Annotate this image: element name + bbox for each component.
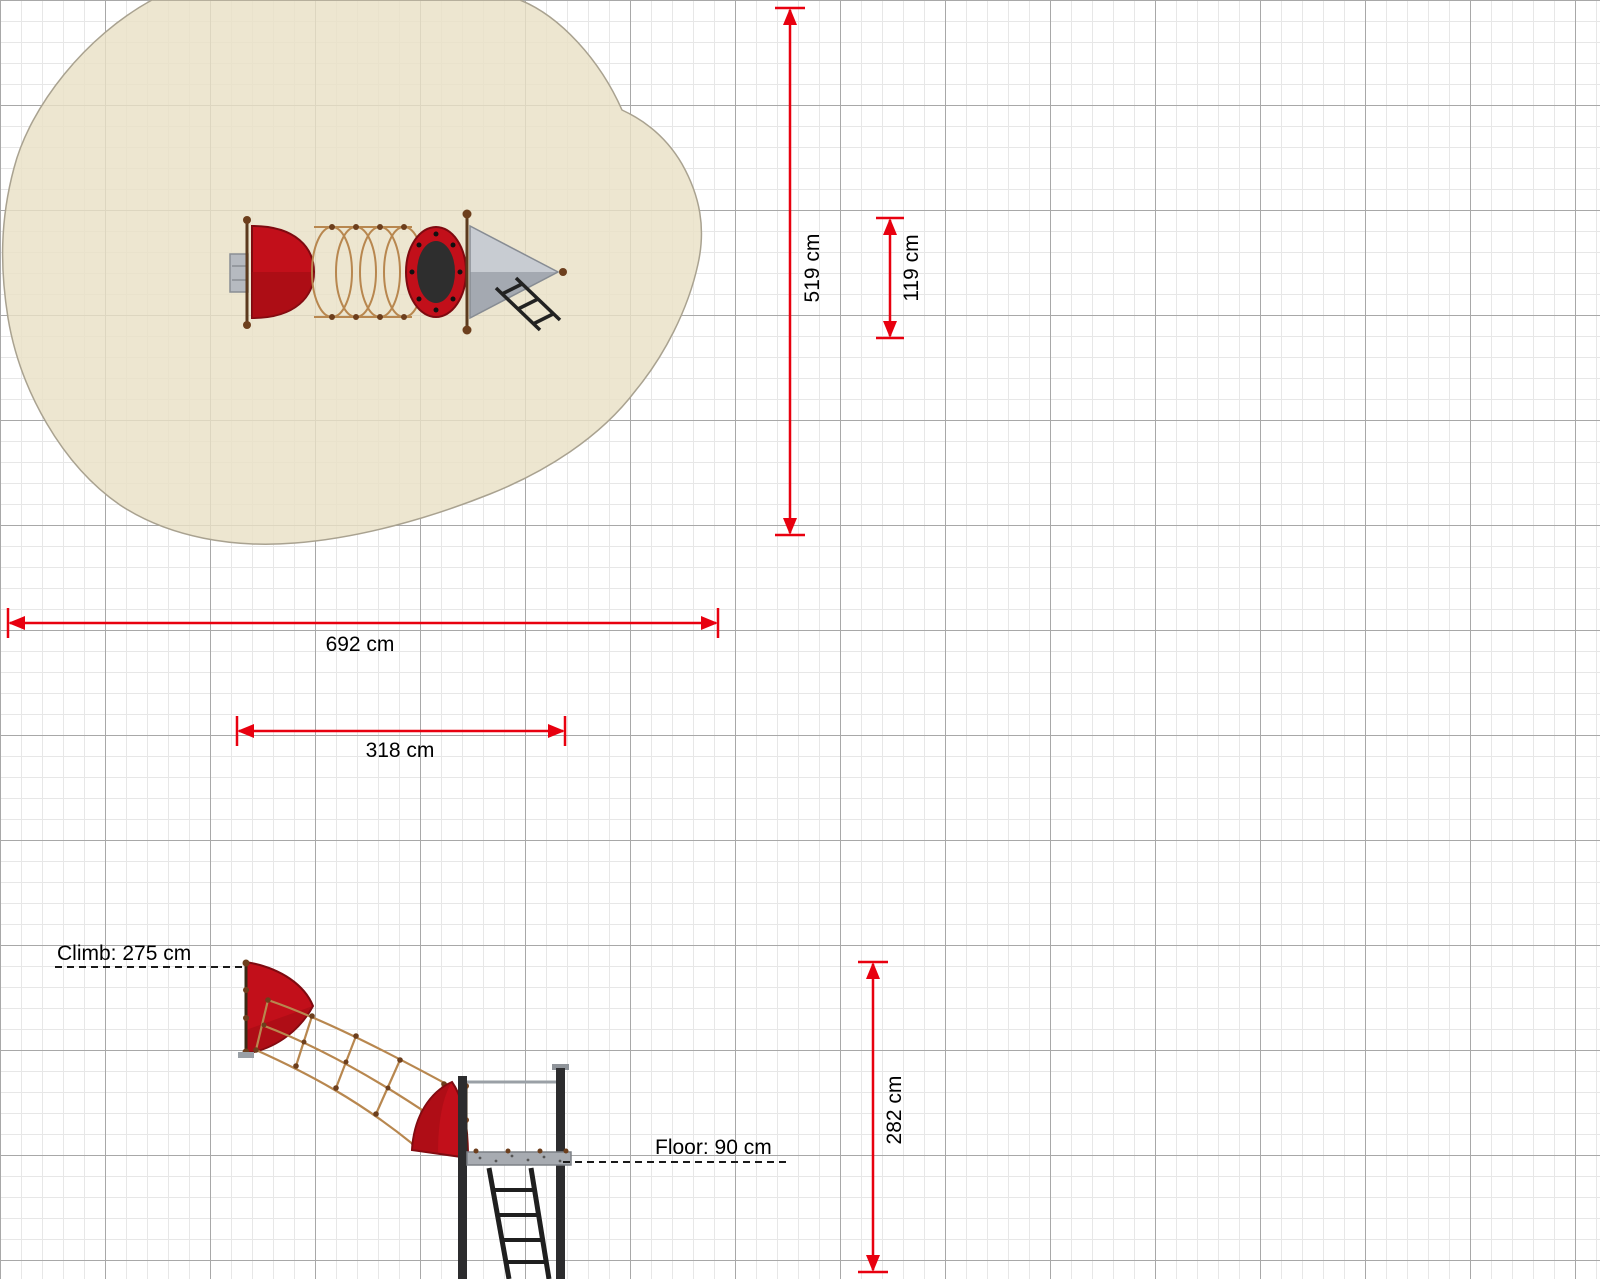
pole-row-right bbox=[462, 209, 472, 335]
dimension-area-width bbox=[775, 6, 805, 537]
plan-equipment bbox=[229, 209, 567, 335]
entry-platform-top bbox=[229, 253, 249, 293]
ladder-top bbox=[494, 276, 562, 332]
ladder-elevation bbox=[486, 1167, 552, 1279]
roof-triangle-top bbox=[469, 224, 567, 320]
arrow-up-icon bbox=[866, 962, 880, 979]
red-tower-top bbox=[251, 224, 316, 320]
pole-row-left bbox=[243, 216, 251, 329]
red-cone-high bbox=[238, 959, 315, 1058]
dim-label-area-width: 519 cm bbox=[801, 234, 824, 303]
arrow-right-icon bbox=[701, 616, 718, 630]
arrow-left-icon bbox=[8, 616, 25, 630]
dimension-overall-height bbox=[858, 960, 888, 1274]
dimension-equipment-width bbox=[876, 216, 904, 340]
floor-bolts bbox=[473, 1148, 569, 1154]
elevation-equipment bbox=[55, 959, 790, 1279]
tower-ring-top bbox=[405, 226, 467, 318]
arrow-left-icon bbox=[237, 724, 254, 738]
floor-platform bbox=[466, 1148, 572, 1166]
dim-label-equipment-width: 119 cm bbox=[900, 234, 923, 301]
ring-bolts bbox=[409, 231, 463, 313]
rope-net-knots bbox=[253, 997, 447, 1147]
dim-label-equipment-length: 318 cm bbox=[366, 739, 435, 762]
dimension-equipment-length bbox=[235, 716, 567, 746]
rope-knots-top bbox=[329, 224, 407, 320]
floor-speckles bbox=[478, 1154, 562, 1163]
arrow-up-icon bbox=[783, 8, 797, 25]
rope-tunnel-top bbox=[311, 224, 425, 320]
frame-posts bbox=[458, 1064, 569, 1279]
arrow-down-icon bbox=[783, 518, 797, 535]
climb-height-label: Climb: 275 cm bbox=[57, 942, 191, 965]
arrow-down-icon bbox=[883, 321, 897, 338]
arrow-right-icon bbox=[548, 724, 565, 738]
dim-label-area-length: 692 cm bbox=[326, 633, 395, 656]
rope-net bbox=[253, 997, 451, 1151]
arrow-down-icon bbox=[866, 1255, 880, 1272]
dim-label-overall-height: 282 cm bbox=[883, 1076, 906, 1145]
dimension-area-length bbox=[6, 608, 720, 638]
arrow-up-icon bbox=[883, 218, 897, 235]
floor-height-label: Floor: 90 cm bbox=[655, 1136, 772, 1159]
